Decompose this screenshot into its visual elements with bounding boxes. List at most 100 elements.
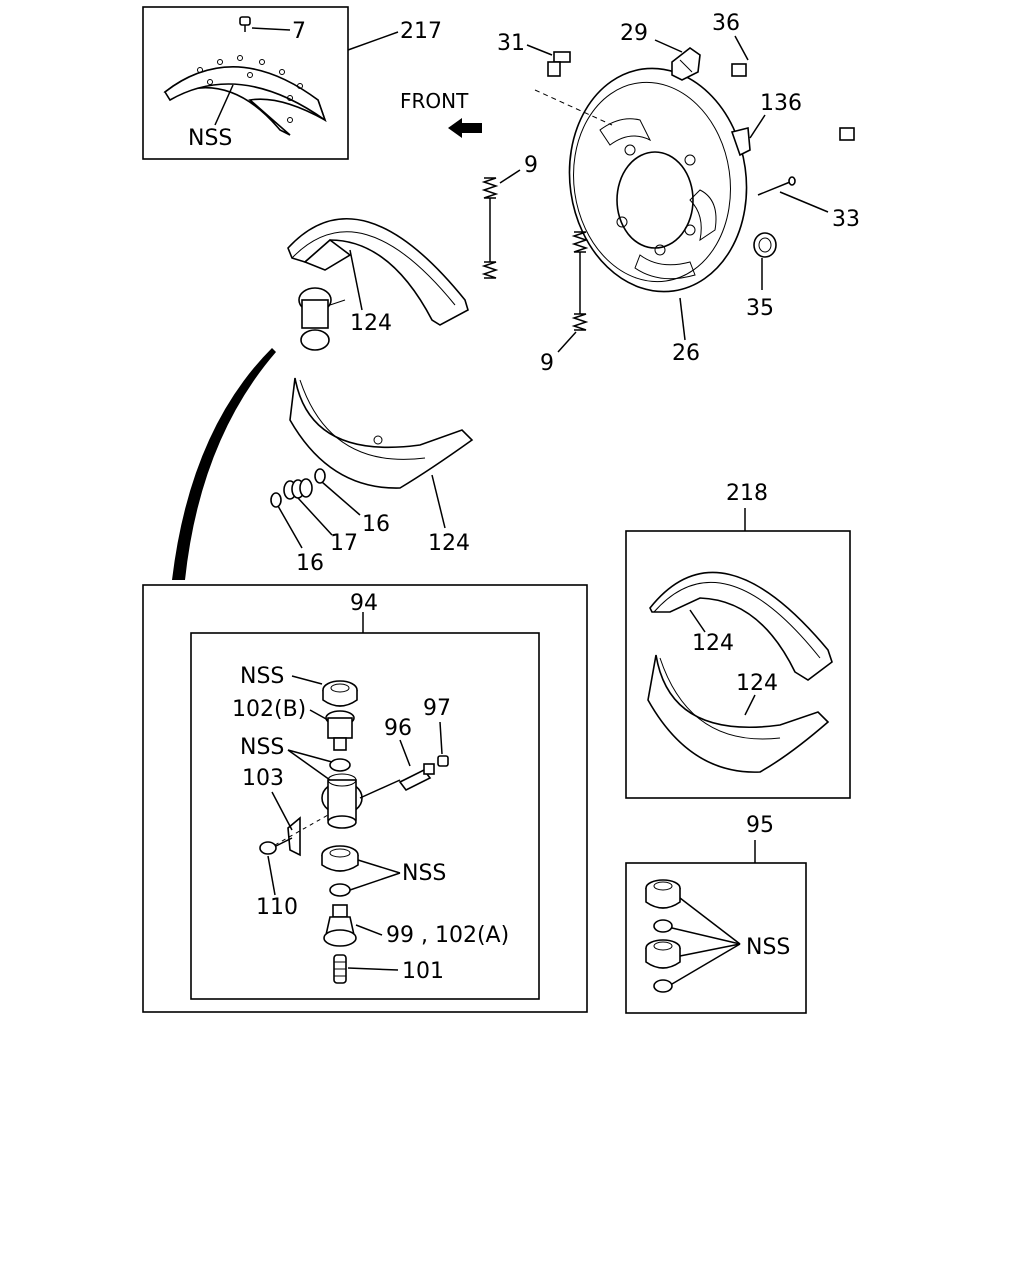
callout-29: 29 xyxy=(620,21,648,46)
adjuster-screw-b-part xyxy=(325,710,355,751)
leader-29 xyxy=(654,39,683,53)
kit-shoe-upper-part xyxy=(649,571,833,681)
washer-16-right-part xyxy=(314,468,326,484)
bolt-31-part xyxy=(547,51,571,77)
lining-kit-box-217 xyxy=(142,6,349,160)
seal-ring-part xyxy=(329,883,351,897)
callout-136: 136 xyxy=(760,91,802,116)
rivet-part xyxy=(239,16,251,32)
leader-17 xyxy=(297,497,333,536)
spring-9-upper-part xyxy=(481,177,499,279)
callout-124-lower: 124 xyxy=(428,531,470,556)
bleeder-screw-part xyxy=(398,763,435,792)
backing-plate-part xyxy=(568,67,748,293)
wheel-cylinder-box-94 xyxy=(142,584,588,1013)
front-arrow-icon xyxy=(448,118,482,138)
brake-shoe-lower-part xyxy=(289,377,474,489)
detail-link-arrow xyxy=(172,348,276,580)
piston-adjuster-a-part xyxy=(323,904,357,947)
pin-33-part xyxy=(757,176,796,196)
leader-nss-cap xyxy=(291,675,323,685)
callout-96: 96 xyxy=(384,716,412,741)
dust-cap-part xyxy=(322,680,358,707)
washer-16-left-part xyxy=(270,492,282,508)
leader-136 xyxy=(749,114,766,139)
leader-nss-lining xyxy=(214,84,234,126)
adjuster-part xyxy=(298,287,346,351)
callout-nss-lining: NSS xyxy=(188,126,232,151)
kit95-ring-lower-part xyxy=(653,979,673,993)
leader-124-lower xyxy=(431,474,446,529)
leader-33 xyxy=(779,191,829,213)
callout-nss-cup: NSS xyxy=(240,735,284,760)
leader-102b xyxy=(309,709,329,721)
wheel-cylinder-body-part xyxy=(321,773,401,829)
callout-nss-kit95: NSS xyxy=(746,935,790,960)
callout-217: 217 xyxy=(400,19,442,44)
callout-nss-boot: NSS xyxy=(402,861,446,886)
callout-36: 36 xyxy=(712,11,740,36)
leader-97 xyxy=(439,721,443,755)
spring-9-lower-part xyxy=(571,231,589,331)
kit-shoe-lower-part xyxy=(647,654,830,773)
callout-99-102a: 99 , 102(A) xyxy=(386,923,509,948)
leader-16-right xyxy=(321,481,361,516)
leader-36 xyxy=(734,35,749,61)
leader-nss-kit95-c xyxy=(679,943,741,957)
repair-kit-box-95 xyxy=(625,862,807,1014)
bracket-29-part xyxy=(671,47,701,81)
callout-95: 95 xyxy=(746,813,774,838)
plug-35-part xyxy=(753,232,777,258)
callout-124-upper: 124 xyxy=(350,311,392,336)
leader-124-kit-lower xyxy=(744,694,756,716)
leader-7 xyxy=(251,27,291,31)
bolt-110-part xyxy=(259,837,293,855)
piston-cup-part xyxy=(329,758,351,772)
leader-nss-kit95-b xyxy=(671,927,741,945)
leader-31 xyxy=(526,44,553,56)
leader-96 xyxy=(399,739,411,767)
callout-7: 7 xyxy=(292,19,306,44)
leader-nss-kit95-d xyxy=(671,943,741,985)
callout-31: 31 xyxy=(497,31,525,56)
callout-nss-cap: NSS xyxy=(240,664,284,689)
shoe-kit-box-218 xyxy=(625,530,851,799)
leader-9-top xyxy=(499,169,521,184)
callout-16-right: 16 xyxy=(362,512,390,537)
leader-217 xyxy=(347,31,399,51)
bleeder-cap-part xyxy=(437,755,449,767)
spring-17-part xyxy=(283,478,313,500)
spring-101-part xyxy=(333,954,347,984)
leader-16-left xyxy=(277,505,303,549)
callout-124-kit-lower: 124 xyxy=(736,671,778,696)
callout-124-kit-upper: 124 xyxy=(692,631,734,656)
leader-nss-kit95-a xyxy=(679,897,741,945)
leader-9-bottom xyxy=(557,331,577,353)
front-label: FRONT xyxy=(400,89,469,113)
callout-9-bottom: 9 xyxy=(540,351,554,376)
callout-33: 33 xyxy=(832,207,860,232)
leader-103-dashed xyxy=(274,814,329,846)
callout-103: 103 xyxy=(242,766,284,791)
leader-26 xyxy=(679,297,686,341)
boot-part xyxy=(321,845,359,872)
callout-9-top: 9 xyxy=(524,153,538,178)
leader-124-kit-upper xyxy=(689,609,706,633)
leader-110 xyxy=(267,855,276,896)
leader-nss-cup-a xyxy=(287,749,333,763)
wheel-cylinder-inner-box xyxy=(190,632,540,1000)
kit95-ring-upper-part xyxy=(653,919,673,933)
leader-124-upper xyxy=(349,249,363,311)
callout-97: 97 xyxy=(423,696,451,721)
leader-nss-cup-b xyxy=(287,749,331,781)
callout-35: 35 xyxy=(746,296,774,321)
kit95-boot-lower-part xyxy=(645,939,681,969)
brake-lining-part xyxy=(163,55,327,136)
callout-102b: 102(B) xyxy=(232,697,306,722)
kit95-boot-upper-part xyxy=(645,879,681,909)
callout-16-left: 16 xyxy=(296,551,324,576)
callout-94: 94 xyxy=(350,591,378,616)
clip-136-part xyxy=(730,126,751,157)
leader-103 xyxy=(271,791,293,831)
brake-shoe-upper-part xyxy=(287,217,469,326)
